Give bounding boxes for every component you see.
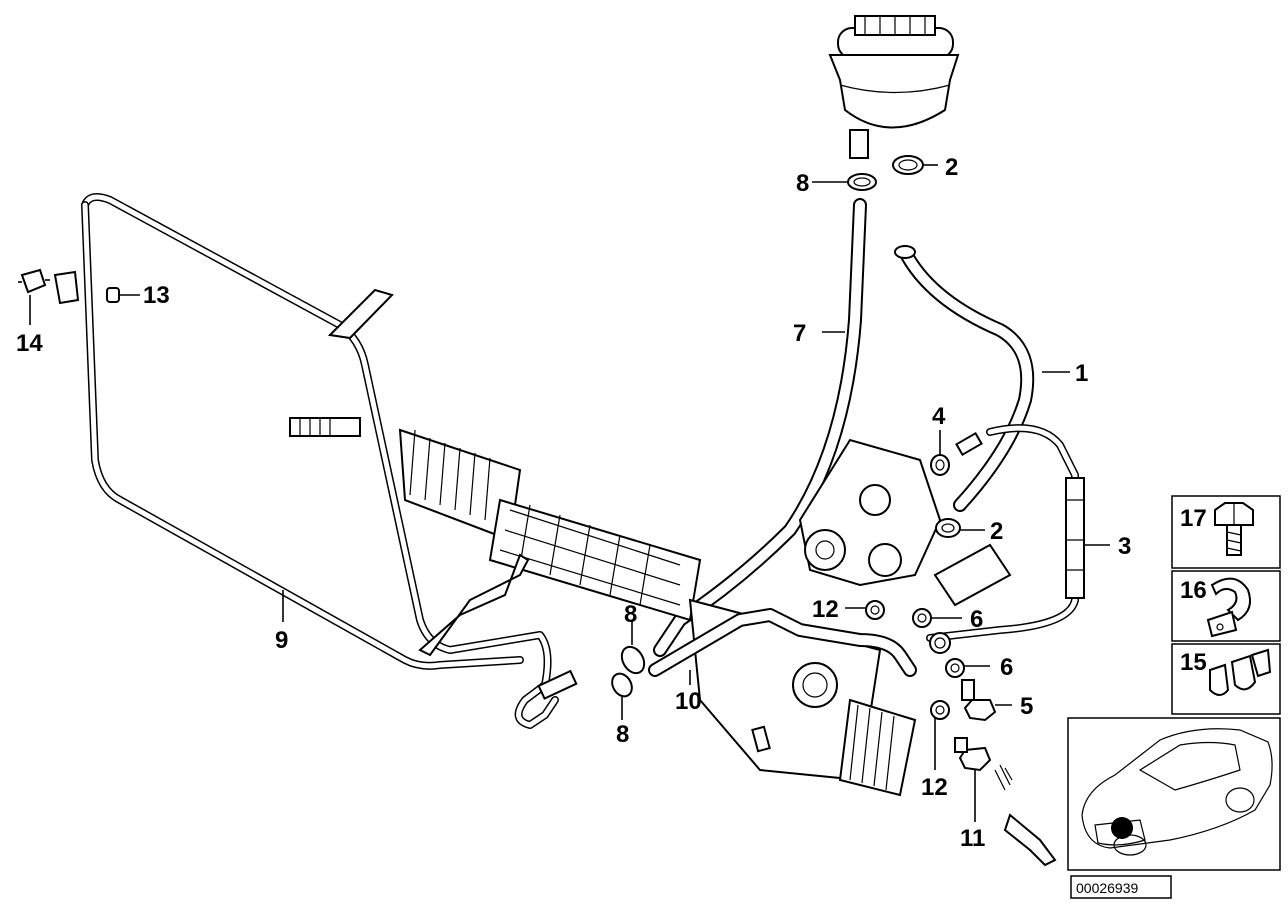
clamp-ring-8-lower: [611, 645, 646, 698]
callout-2-mid: 2: [990, 518, 1003, 545]
callout-8-top: 8: [796, 170, 809, 197]
clamp-ring-2-mid: [935, 518, 961, 538]
reservoir-tank: [828, 15, 960, 159]
callouts: 8 2 7 1 4 2 3 12 6 6 5 12 11 8 8 10 9 13…: [16, 154, 1131, 852]
double-clip-icon: [1209, 648, 1272, 696]
diagram-id: 00026939: [1076, 880, 1139, 896]
callout-12-a: 12: [812, 596, 839, 623]
seal-ring-12-a: [865, 600, 885, 620]
location-marker: [1111, 817, 1133, 839]
power-steering-pump: [798, 438, 1012, 607]
callout-6-b: 6: [1000, 654, 1013, 681]
diagram-id-label: 00026939: [1070, 875, 1172, 899]
seal-ring-6-a: [912, 608, 932, 628]
hose-10: [648, 608, 917, 677]
callout-8-mid: 8: [624, 601, 637, 628]
leader-lines: [29, 164, 1110, 822]
car-location-box: [1067, 717, 1281, 871]
banjo-bolt-top: [955, 431, 983, 457]
seal-ring-4: [930, 454, 950, 476]
seal-ring-6-c: [945, 658, 965, 678]
callout-8-low: 8: [616, 721, 629, 748]
legend-num-16: 16: [1180, 577, 1207, 604]
callout-4: 4: [932, 403, 946, 430]
seal-ring-6-b: [929, 632, 951, 654]
callout-3: 3: [1118, 533, 1131, 560]
hose-7: [653, 198, 867, 657]
hollow-bolt-5: [961, 679, 997, 722]
hollow-bolt-11: [751, 725, 992, 772]
pressure-line-3: [926, 424, 1085, 642]
tie-rod-end: [994, 764, 1057, 867]
callout-12-b: 12: [921, 774, 948, 801]
legend-panel: 17 16 15: [1067, 495, 1281, 871]
callout-5: 5: [1020, 693, 1033, 720]
nut-13: [106, 287, 120, 303]
callout-11: 11: [960, 825, 985, 852]
bracket-frame-9: [81, 192, 578, 729]
hose-1: [894, 245, 1035, 512]
pipe-clamp-icon: [1206, 577, 1251, 638]
mount-14: [18, 268, 80, 305]
legend-num-15: 15: [1180, 649, 1207, 676]
car-outline-icon: [1081, 728, 1273, 856]
callout-9: 9: [275, 627, 288, 654]
clamp-ring-2-top: [892, 155, 924, 175]
seal-ring-12-b: [930, 700, 950, 720]
steering-rack: [289, 417, 917, 797]
hex-bolt-icon: [1214, 502, 1254, 556]
legend-num-17: 17: [1180, 505, 1207, 532]
clamp-ring-8-top: [847, 173, 877, 191]
callout-13: 13: [143, 282, 170, 309]
callout-10: 10: [675, 688, 702, 715]
callout-1: 1: [1075, 360, 1088, 387]
callout-2-top: 2: [945, 154, 958, 181]
callout-14: 14: [16, 330, 43, 357]
callout-6-a: 6: [970, 606, 983, 633]
callout-7: 7: [793, 320, 806, 347]
